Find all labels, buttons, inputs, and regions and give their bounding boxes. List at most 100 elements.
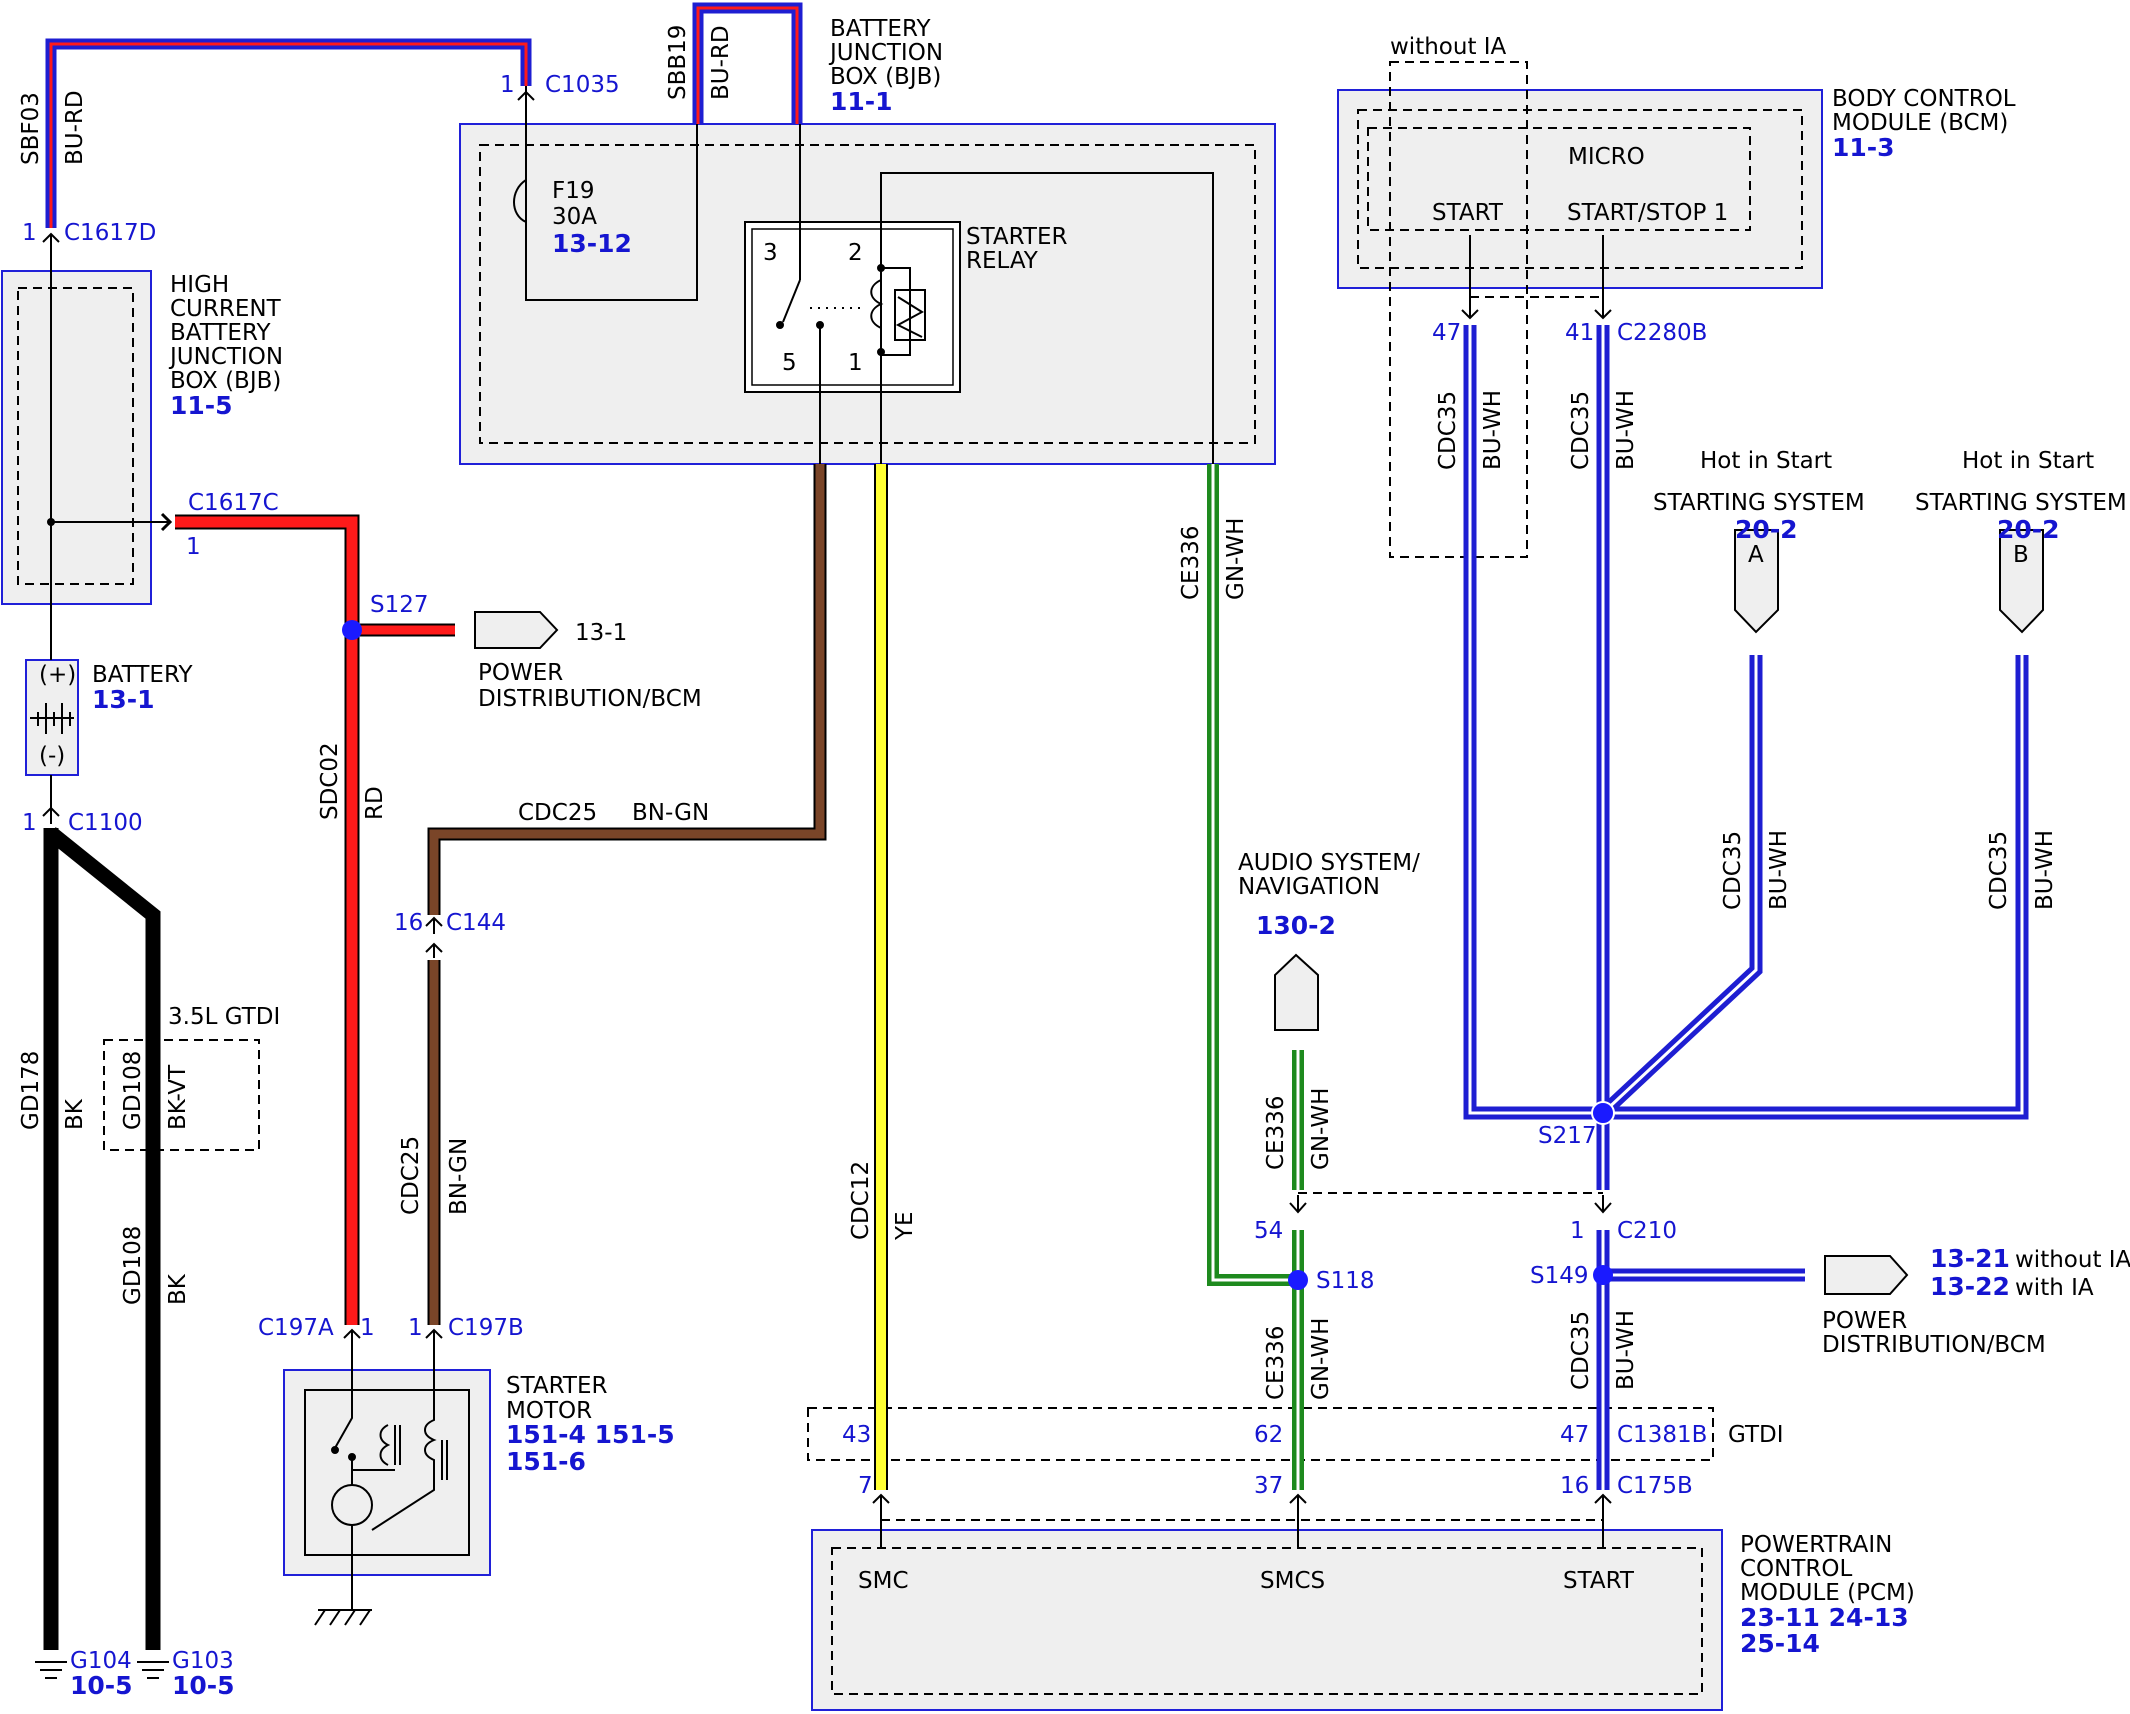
c197b-name: C197B <box>448 1315 524 1341</box>
bcm-line-2: MODULE (BCM) <box>1832 110 2008 136</box>
splice-s217 <box>1591 1101 1615 1125</box>
bjb-line-1: BATTERY <box>830 16 931 42</box>
starter-motor-line-2: MOTOR <box>506 1398 592 1424</box>
hcbjb-box <box>1 270 152 605</box>
bcm-micro: MICRO <box>1568 144 1645 170</box>
battery-icon <box>30 703 74 734</box>
audio-tag <box>1274 953 1319 1031</box>
ce336-top-circuit: CE336 <box>1178 526 1204 601</box>
ce336-audio-circuit: CE336 <box>1263 1096 1289 1171</box>
pcm-line-1: POWERTRAIN <box>1740 1532 1892 1558</box>
fuse-name: F19 <box>552 178 595 204</box>
g104-name: G104 <box>70 1648 132 1674</box>
power-dist-right-note-1: without IA <box>2015 1247 2130 1273</box>
pcm-box <box>811 1529 1723 1711</box>
cdc35-b-color: BU-WH <box>2032 830 2058 910</box>
s118-label: S118 <box>1316 1268 1375 1294</box>
battery-minus: (-) <box>39 743 65 769</box>
c197b-pin: 1 <box>408 1315 423 1341</box>
splice-s127 <box>342 620 362 640</box>
cdc25-v-color: BN-GN <box>446 1138 472 1215</box>
without-ia-box <box>1389 61 1528 558</box>
hcbjb-line-5: BOX (BJB) <box>170 368 281 394</box>
power-dist-top-line-1: POWER <box>478 660 563 686</box>
relay-pin-1: 1 <box>848 350 863 376</box>
c175b-pin-37: 37 <box>1254 1473 1283 1499</box>
g103-name: G103 <box>172 1648 234 1674</box>
sbb19-color: BU-RD <box>708 25 734 100</box>
audio-line-1: AUDIO SYSTEM/ <box>1238 850 1420 876</box>
relay-pin-3: 3 <box>763 240 778 266</box>
cdc12-color: YE <box>892 1211 918 1241</box>
c1381b-pin-43: 43 <box>842 1422 871 1448</box>
gd108-circuit: GD108 <box>120 1226 146 1305</box>
ce336-audio-color: GN-WH <box>1308 1088 1334 1170</box>
c1617d-pin: 1 <box>22 220 37 246</box>
cdc35-47-circuit: CDC35 <box>1435 391 1461 470</box>
bjb-line-3: BOX (BJB) <box>830 64 941 90</box>
hot-a-hot: Hot in Start <box>1700 448 1832 474</box>
starter-motor-line-1: STARTER <box>506 1373 607 1399</box>
relay-switch-icon <box>776 264 926 405</box>
cdc35-a-color: BU-WH <box>1766 830 1792 910</box>
c2280b-pin-41: 41 <box>1565 320 1594 346</box>
hot-a-letter: A <box>1748 542 1764 568</box>
gd108-box-color: BK-VT <box>165 1064 191 1130</box>
fuse-rating: 30A <box>552 204 597 230</box>
gtdi-35-label: 3.5L GTDI <box>168 1004 280 1030</box>
bcm-start: START <box>1432 200 1504 226</box>
cdc35-41-color: BU-WH <box>1613 390 1639 470</box>
power-dist-top-ref: 13-1 <box>575 620 627 646</box>
ce336-low-color: GN-WH <box>1308 1318 1334 1400</box>
cdc25-h-color: BN-GN <box>632 800 709 826</box>
gtdi-35-box <box>103 1039 260 1151</box>
sdc02-circuit: SDC02 <box>317 742 343 820</box>
power-dist-top-line-2: DISTRIBUTION/BCM <box>478 686 702 712</box>
bcm-line-1: BODY CONTROL <box>1832 86 2016 112</box>
sbf03-circuit: SBF03 <box>18 92 44 165</box>
cdc35-a-circuit: CDC35 <box>1720 831 1746 910</box>
starter-motor-ref-2: 151-6 <box>506 1447 586 1476</box>
c1381b-pin-62: 62 <box>1254 1422 1283 1448</box>
cdc25-v-circuit: CDC25 <box>398 1136 424 1215</box>
wire-sbf03 <box>45 38 532 228</box>
s149-label: S149 <box>1530 1263 1589 1289</box>
s217-label: S217 <box>1538 1123 1597 1149</box>
c1381b-name: C1381B <box>1617 1422 1707 1448</box>
pin-54: 54 <box>1254 1218 1283 1244</box>
without-ia-label: without IA <box>1390 34 1507 60</box>
c1617c-pin: 1 <box>186 534 201 560</box>
c144-name: C144 <box>446 910 506 936</box>
splice-s149 <box>1593 1265 1613 1285</box>
sdc02-color: RD <box>362 786 388 820</box>
starter-motor-box <box>283 1369 491 1576</box>
pcm-line-2: CONTROL <box>1740 1556 1853 1582</box>
wire-cdc35 <box>1463 325 2029 1120</box>
power-dist-right-tag <box>1824 1255 1909 1295</box>
gd108-color: BK <box>165 1273 191 1305</box>
starter-motor-ref-1: 151-4 151-5 <box>506 1420 675 1449</box>
g104-ref: 10-5 <box>70 1671 133 1700</box>
fuse-ref: 13-12 <box>552 229 632 258</box>
starter-relay-line-1: STARTER <box>966 224 1067 250</box>
wire-gd108 <box>46 827 161 1650</box>
hot-b-tag <box>1999 529 2044 634</box>
c175b-pin-16: 16 <box>1560 1473 1589 1499</box>
wire-sdc02 <box>175 514 360 1325</box>
gtdi-label: GTDI <box>1728 1422 1784 1448</box>
starter-motor-icon <box>331 1405 448 1555</box>
c1617d-name: C1617D <box>64 220 156 246</box>
pcm-ref-2: 25-14 <box>1740 1629 1820 1658</box>
power-dist-right-ref-1: 13-21 <box>1930 1244 2010 1273</box>
bcm-box <box>1337 89 1823 289</box>
power-dist-right-line-2: DISTRIBUTION/BCM <box>1822 1332 2046 1358</box>
pcm-ref-1: 23-11 24-13 <box>1740 1603 1909 1632</box>
ce336-top-color: GN-WH <box>1223 518 1249 600</box>
c210-name: C210 <box>1617 1218 1677 1244</box>
hcbjb-line-4: JUNCTION <box>168 344 283 370</box>
audio-line-2: NAVIGATION <box>1238 874 1380 900</box>
cdc35-b-circuit: CDC35 <box>1986 831 2012 910</box>
g103-ref: 10-5 <box>172 1671 235 1700</box>
ground-icons <box>35 1661 169 1679</box>
